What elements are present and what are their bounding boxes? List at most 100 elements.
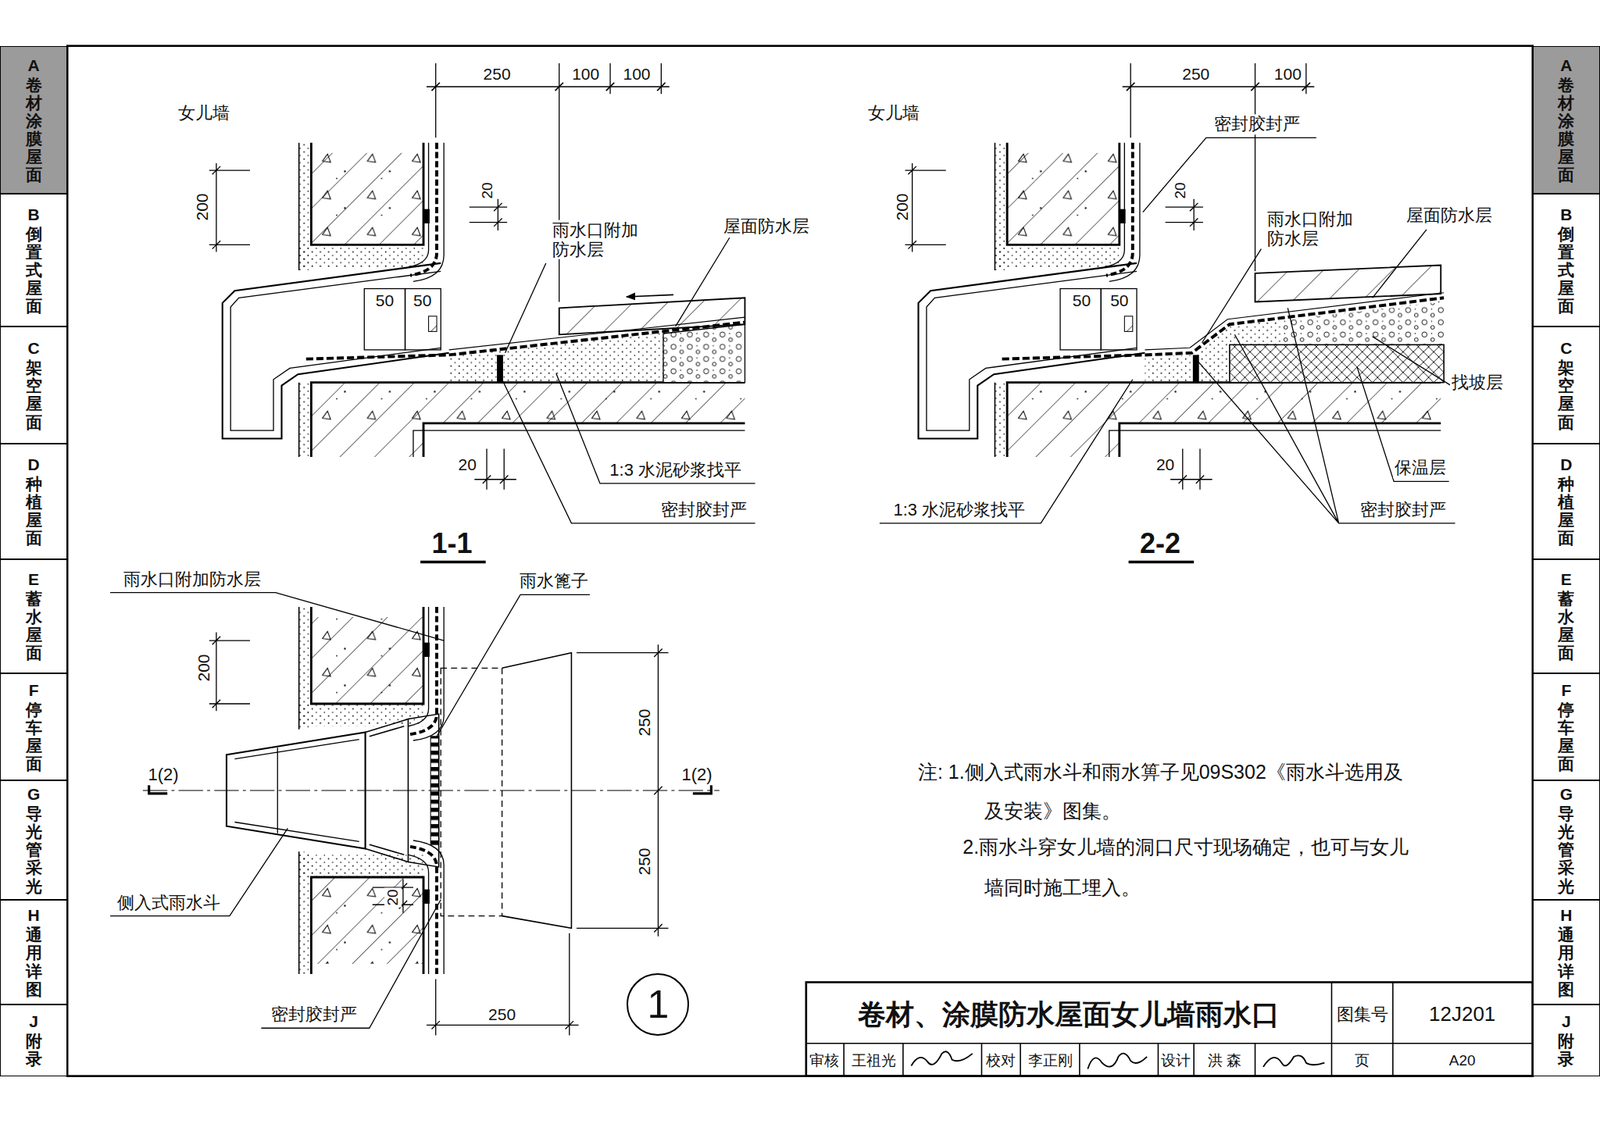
tab-name: 架空屋面 <box>1557 358 1575 431</box>
part-label: 密封胶封严 <box>269 1005 359 1025</box>
part-label: 雨水口附加 防水层 <box>1265 208 1362 249</box>
tab-name: 蓄水屋面 <box>25 589 43 662</box>
tab-letter: A <box>1557 56 1575 75</box>
title-block-cell: 洪 森 <box>1206 1052 1243 1070</box>
title-block-cell: 页 <box>1353 1052 1372 1070</box>
tab-letter: D <box>1557 455 1575 474</box>
dimension-text: 250 <box>482 64 513 84</box>
chapter-tab: D种植屋面 <box>0 443 68 560</box>
tab-letter: J <box>1557 1012 1575 1031</box>
title-block-cell: 王祖光 <box>850 1052 898 1070</box>
dimension-text: 20 <box>1171 181 1190 201</box>
dimension-text: 100 <box>1272 64 1304 84</box>
part-label: 密封胶封严 <box>659 500 749 520</box>
tab-letter: H <box>1557 906 1575 925</box>
chapter-tab: H通用详图 <box>0 900 68 1005</box>
section-title: 1-1 <box>430 527 475 560</box>
tab-name: 蓄水屋面 <box>1557 589 1575 662</box>
part-label: 屋面防水层 <box>721 216 811 236</box>
tab-letter: C <box>25 339 43 358</box>
part-label: 保温层 <box>1392 458 1448 479</box>
chapter-tab: A卷材涂膜屋面 <box>0 46 68 194</box>
note-text: 注: 1.侧入式雨水斗和雨水箅子见09S302《雨水斗选用及 <box>916 760 1405 784</box>
tab-letter: D <box>25 455 43 474</box>
part-label: 找坡层 <box>1450 372 1505 393</box>
tab-letter: G <box>25 785 43 804</box>
tab-name: 卷材涂膜屋面 <box>25 75 43 185</box>
chapter-tab: E蓄水屋面 <box>1532 559 1600 674</box>
chapter-tab: E蓄水屋面 <box>0 559 68 674</box>
chapter-tab: C架空屋面 <box>1532 326 1600 444</box>
part-label: 女儿墙 <box>866 103 922 123</box>
chapter-tab: G导光管采光 <box>1532 780 1600 900</box>
dimension-text: 20 <box>1154 455 1176 475</box>
chapter-tab: J附录 <box>1532 1004 1600 1076</box>
title-block-cell: 12J201 <box>1427 1003 1497 1027</box>
tab-name: 种植屋面 <box>25 475 43 547</box>
chapter-tab: B倒置式屋面 <box>1532 193 1600 327</box>
tab-name: 倒置式屋面 <box>25 225 43 315</box>
note-text: 及安装》图集。 <box>982 800 1123 823</box>
dimension-text: 250 <box>635 707 654 738</box>
title-block-cell: 校对 <box>984 1052 1018 1070</box>
tab-letter: J <box>25 1012 43 1031</box>
chapter-tab: C架空屋面 <box>0 326 68 444</box>
section-1-1 <box>209 63 756 563</box>
part-label: 雨水口附加防水层 <box>121 569 263 590</box>
title-block-cell: A20 <box>1447 1052 1478 1070</box>
tab-letter: B <box>1557 205 1575 224</box>
tab-name: 导光管采光 <box>1557 804 1575 895</box>
dimension-text: 20 <box>384 888 402 908</box>
tab-name: 附录 <box>1557 1032 1575 1068</box>
tab-name: 卷材涂膜屋面 <box>1557 75 1575 185</box>
chapter-tab: J附录 <box>0 1004 68 1076</box>
tab-name: 附录 <box>25 1032 43 1068</box>
chapter-tab: D种植屋面 <box>1532 443 1600 560</box>
dimension-text: 250 <box>486 1005 518 1025</box>
section-2-2 <box>879 63 1456 563</box>
dimension-text: 200 <box>192 192 212 223</box>
dimension-text: 20 <box>457 455 479 475</box>
title-block-cell: 设计 <box>1159 1052 1193 1070</box>
part-label: 密封胶封严 <box>1358 500 1448 520</box>
drawing-title: 卷材、涂膜防水屋面女儿墙雨水口 <box>856 999 1282 1032</box>
chapter-tab: F停车屋面 <box>0 673 68 781</box>
chapter-tab: B倒置式屋面 <box>0 193 68 327</box>
tab-letter: H <box>25 906 43 925</box>
part-label: 1:3 水泥砂浆找平 <box>607 460 743 480</box>
tab-name: 通用详图 <box>1557 925 1575 998</box>
tab-name: 通用详图 <box>25 925 43 998</box>
dimension-text: 20 <box>478 181 497 201</box>
dimension-text: 50 <box>1108 291 1130 311</box>
dimension-text: 100 <box>570 64 601 84</box>
part-label: 雨水篦子 <box>517 571 590 592</box>
tab-name: 停车屋面 <box>1557 700 1575 773</box>
section-mark: 1(2) <box>146 765 180 786</box>
dimension-text: 250 <box>1180 64 1211 84</box>
tab-letter: A <box>25 56 43 75</box>
tab-name: 倒置式屋面 <box>1557 225 1575 315</box>
part-label: 雨水口附加 防水层 <box>550 220 647 261</box>
dimension-text: 200 <box>892 192 912 223</box>
section-title: 2-2 <box>1138 527 1183 560</box>
tab-letter: G <box>1557 785 1575 804</box>
title-block-cell: 审核 <box>807 1052 841 1070</box>
part-label: 密封胶封严 <box>1212 114 1302 135</box>
dimension-text: 200 <box>194 653 214 684</box>
chapter-tab: A卷材涂膜屋面 <box>1532 46 1600 194</box>
chapter-tab: F停车屋面 <box>1532 673 1600 781</box>
dimension-text: 250 <box>635 846 654 878</box>
tab-letter: F <box>25 681 43 700</box>
drawing-frame <box>67 46 1533 1077</box>
tab-name: 导光管采光 <box>25 804 43 895</box>
dimension-text: 50 <box>374 291 396 311</box>
note-text: 墙同时施工埋入。 <box>982 876 1143 900</box>
dimension-text: 50 <box>411 291 433 311</box>
tab-letter: E <box>25 570 43 589</box>
title-block-cell: 图集号 <box>1335 1005 1390 1025</box>
tab-name: 停车屋面 <box>25 700 43 773</box>
plan-detail-1 <box>110 592 720 1036</box>
tab-name: 种植屋面 <box>1557 475 1575 547</box>
